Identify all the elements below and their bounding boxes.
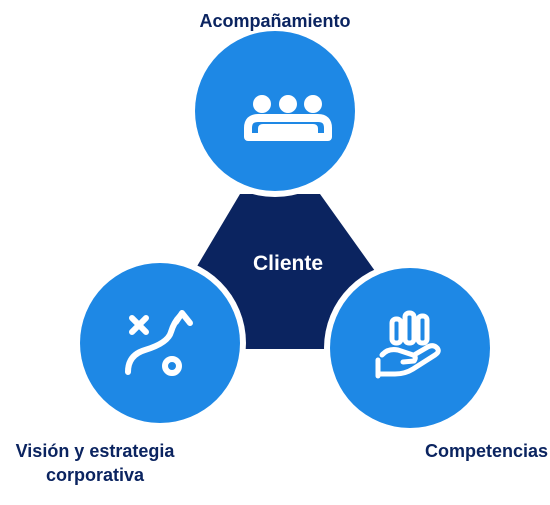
node-left-label-line-2: corporativa (45, 465, 145, 485)
strategy-path-icon (125, 310, 193, 376)
hand-support-icon (375, 310, 441, 379)
node-top-label: Acompañamiento (199, 11, 351, 31)
team-icon (244, 95, 332, 141)
node-left-label-line-1: Visión y estrategia (15, 441, 175, 461)
center-label: Cliente (253, 252, 323, 275)
node-top-fill (195, 31, 355, 191)
node-left-label: Visión y estrategia corporativa (0, 439, 190, 487)
node-right-label: Competencias (424, 441, 548, 461)
node-right-fill (330, 268, 490, 428)
